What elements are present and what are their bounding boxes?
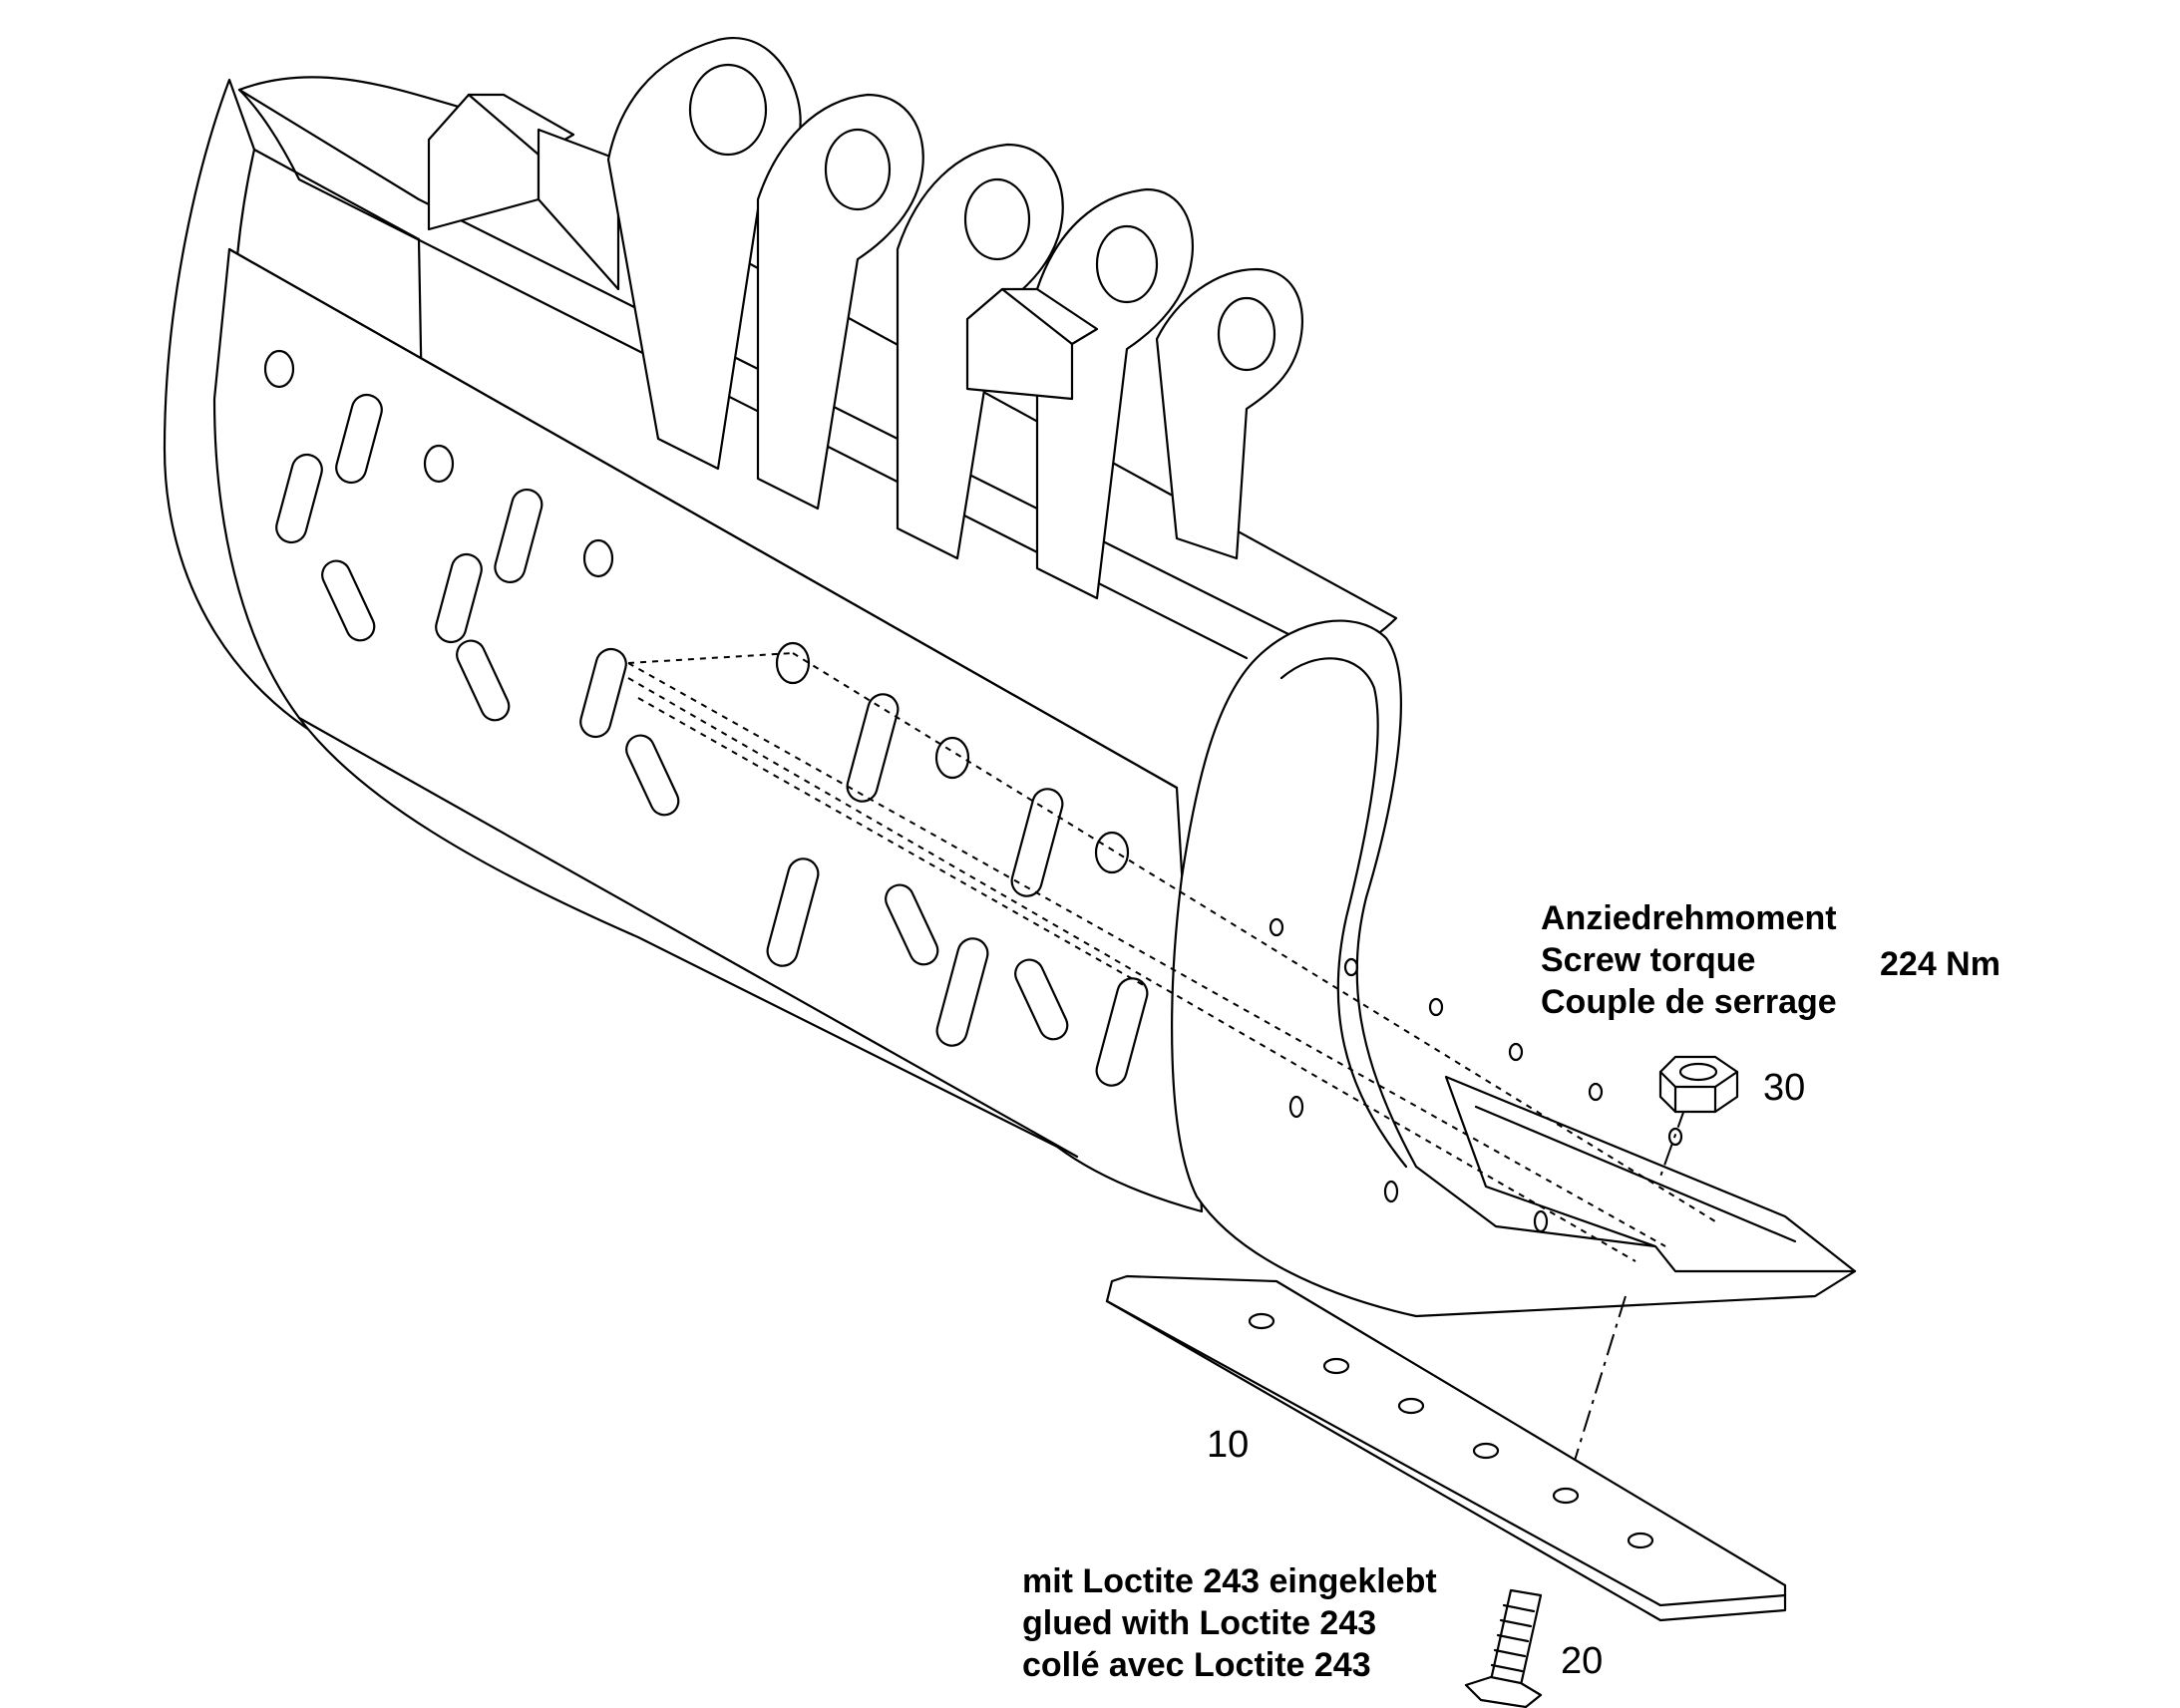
callout-30: 30 (1763, 1067, 1806, 1109)
glue-note: mit Loctite 243 eingeklebt glued with Lo… (1022, 1560, 1437, 1686)
glue-note-line-de: mit Loctite 243 eingeklebt (1022, 1562, 1437, 1600)
cutting-blade-part-10 (1105, 1274, 1787, 1622)
callout-10: 10 (1207, 1424, 1250, 1466)
glue-note-line-fr: collé avec Loctite 243 (1022, 1646, 1371, 1684)
torque-value: 224 Nm (1880, 945, 2000, 983)
callout-20: 20 (1561, 1640, 1604, 1682)
glue-note-line-en: glued with Loctite 243 (1022, 1604, 1377, 1642)
bucket-body (163, 37, 1857, 1318)
assembly-guide-lines (627, 652, 1716, 1507)
nut-part-30 (1658, 1055, 1739, 1114)
torque-note-line-fr: Couple de serrage (1541, 983, 1837, 1021)
screw-part-20 (1464, 1588, 1543, 1708)
torque-note-line-de: Anziedrehmoment (1541, 899, 1837, 937)
torque-note-line-en: Screw torque (1541, 941, 1756, 979)
torque-note: Anziedrehmoment Screw torque Couple de s… (1541, 897, 1837, 1023)
